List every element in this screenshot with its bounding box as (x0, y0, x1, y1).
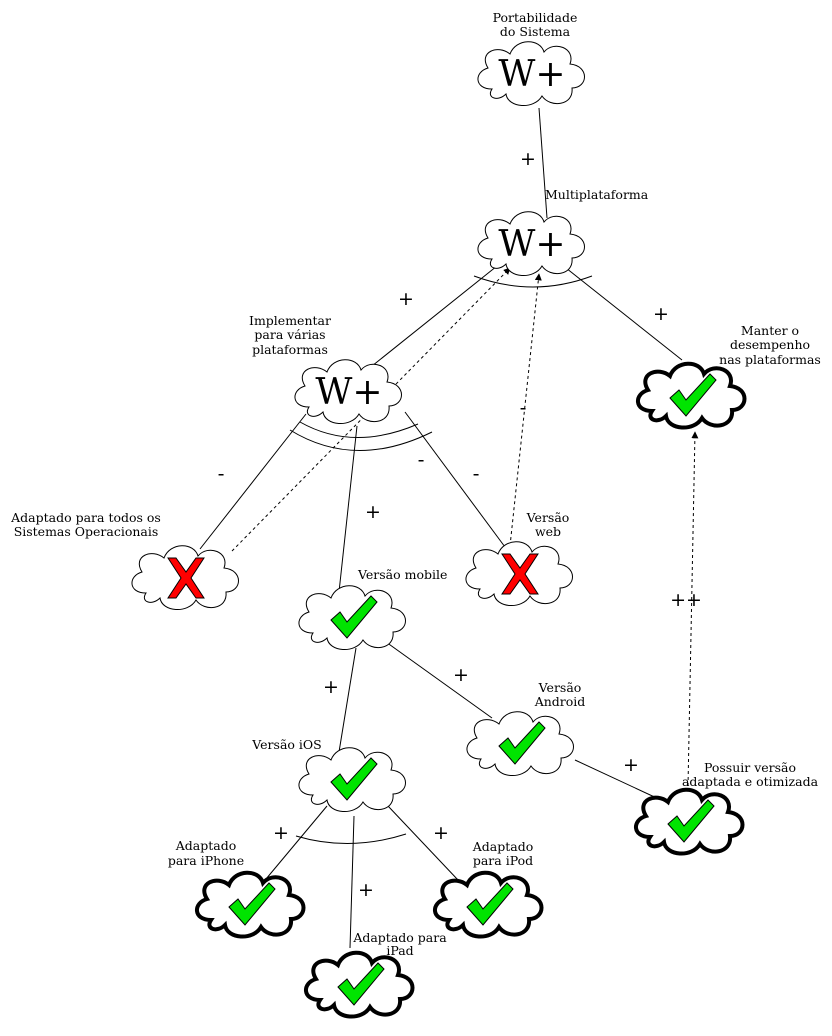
label-possuir-2: adaptada e otimizada (682, 774, 819, 789)
node-iphone[interactable] (194, 870, 306, 939)
node-possuir[interactable] (633, 787, 745, 856)
node-ipad[interactable] (303, 950, 415, 1019)
edge-android-mobile (385, 641, 493, 719)
sign-implementar-multi: + (398, 288, 414, 310)
sign-web-implementar: - (473, 463, 480, 485)
softgoal-symbol: W+ (498, 224, 565, 265)
label-portabilidade-1: Portabilidade (493, 10, 578, 25)
edge-multi-portabilidade (538, 107, 548, 219)
edge-ipad-ios (349, 815, 355, 949)
edge-ipod-ios (387, 805, 459, 881)
sign-web-multi: - (520, 397, 527, 419)
sign-ipod-ios: + (433, 822, 449, 844)
node-versao-android[interactable] (466, 711, 574, 777)
label-implementar-2: para várias (254, 327, 325, 342)
edge-web-implementar (404, 411, 506, 548)
sign-possuir-manter: ++ (670, 589, 702, 611)
edge-manter-multi (565, 267, 683, 361)
edge-iphone-ios (265, 805, 328, 880)
node-versao-web[interactable] (465, 541, 573, 607)
sign-manter-multi: + (653, 303, 669, 325)
edge-possuir-manter (687, 431, 699, 787)
label-versao-web-2: web (535, 524, 561, 539)
label-versao-ios: Versão iOS (251, 737, 321, 752)
edge-ios-mobile (338, 647, 357, 753)
node-implementar[interactable]: W+ (294, 359, 402, 425)
label-versao-web-1: Versão (526, 510, 570, 525)
node-adaptado-todos[interactable] (131, 545, 239, 611)
sign-multi-portabilidade: + (520, 148, 536, 170)
label-ipad-1: Adaptado para (352, 930, 447, 945)
label-iphone-2: para iPhone (168, 853, 244, 868)
decomposition-arc-implementar-2 (289, 429, 433, 451)
node-portabilidade[interactable]: W+ (477, 41, 585, 107)
label-implementar-3: plataformas (252, 342, 328, 357)
decomposition-arc-multi (473, 275, 593, 288)
label-manter-1: Manter o (741, 323, 799, 338)
sign-possuir-android: + (623, 754, 639, 776)
decomposition-arc-implementar-1 (299, 421, 419, 438)
label-portabilidade-2: do Sistema (500, 24, 571, 39)
edge-mobile-implementar (338, 425, 358, 593)
label-multiplataforma: Multiplataforma (545, 187, 649, 202)
sign-iphone-ios: + (273, 822, 289, 844)
node-multiplataforma[interactable]: W+ (477, 211, 585, 277)
node-manter[interactable] (635, 361, 747, 430)
node-versao-mobile[interactable] (298, 585, 406, 651)
decomposition-arc-ios (295, 833, 407, 845)
label-versao-android-1: Versão (538, 680, 582, 695)
sign-android-mobile: + (453, 664, 469, 686)
node-ipod[interactable] (432, 870, 544, 939)
softgoal-symbol: W+ (498, 54, 565, 95)
edge-adaptado-implementar (199, 413, 307, 550)
label-ipod-2: para iPod (473, 853, 533, 868)
label-ipad-2: iPad (386, 943, 413, 958)
label-iphone-1: Adaptado (175, 838, 237, 853)
label-ipod-1: Adaptado (472, 839, 534, 854)
label-versao-mobile: Versão mobile (357, 567, 447, 582)
label-implementar-1: Implementar (249, 313, 331, 328)
sign-ios-mobile: + (323, 676, 339, 698)
sign-adaptado-implementar: - (218, 463, 225, 485)
edge-implementar-multi (366, 261, 503, 371)
label-adaptado-todos-2: Sistemas Operacionais (14, 524, 159, 539)
softgoal-symbol: W+ (315, 372, 382, 413)
sign-mobile-implementar: + (365, 501, 381, 523)
label-adaptado-todos-1: Adaptado para todos os (10, 510, 161, 525)
sign-adaptado-multi: - (418, 449, 425, 471)
label-possuir-1: Possuir versão (704, 760, 796, 775)
sign-ipad-ios: + (358, 879, 374, 901)
label-manter-3: nas plataformas (719, 352, 821, 367)
edge-possuir-android (574, 759, 662, 801)
node-versao-ios[interactable] (298, 747, 406, 813)
label-manter-2: desempenho (730, 337, 810, 352)
label-versao-android-2: Android (534, 694, 586, 709)
